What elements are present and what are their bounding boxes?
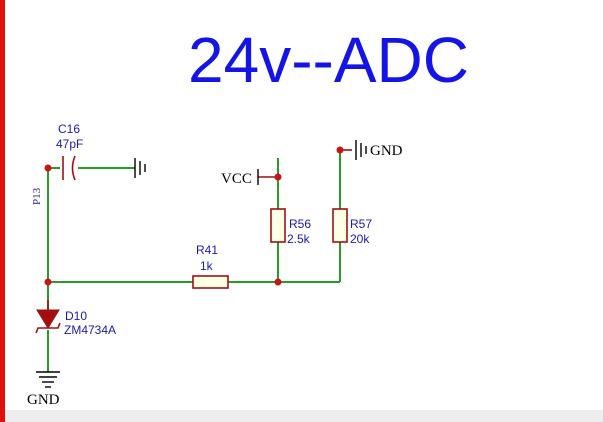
resistor-r57: R57 20k — [332, 208, 372, 246]
r56-ref: R56 — [289, 217, 311, 231]
r57-value: 20k — [350, 232, 370, 246]
junction-dot — [44, 278, 52, 286]
r57-ref: R57 — [350, 217, 372, 231]
schematic-title: 24v--ADC — [188, 24, 469, 96]
net-label-p13: P13 — [31, 187, 43, 205]
capacitor-plate-right — [71, 155, 76, 181]
bottom-band — [5, 410, 603, 422]
capacitor-c16: C16 47pF — [56, 122, 83, 181]
junction-dot — [44, 164, 52, 172]
junctions — [44, 146, 344, 286]
ground-icon-bottom — [36, 371, 60, 388]
zener-bar — [35, 322, 61, 334]
net-label-vcc: VCC — [221, 171, 252, 187]
resistor-r56-body — [270, 208, 286, 243]
vcc-port: VCC — [221, 169, 278, 187]
junction-dot — [336, 146, 344, 154]
diode-triangle — [36, 309, 60, 329]
r41-value: 1k — [200, 259, 214, 273]
page-border — [0, 0, 5, 422]
r41-ref: R41 — [196, 243, 218, 257]
c16-value: 47pF — [56, 137, 83, 151]
junction-dot — [274, 278, 282, 286]
wires — [47, 150, 341, 372]
resistor-r56: R56 2.5k — [270, 208, 311, 246]
c16-ref: C16 — [58, 122, 80, 136]
resistor-r41: R41 1k — [192, 243, 229, 289]
d10-ref: D10 — [65, 309, 87, 323]
gnd-port-right: GND — [340, 140, 403, 160]
d10-value: ZM4734A — [64, 323, 116, 337]
junction-dot — [274, 173, 282, 181]
ground-icon-cap — [134, 158, 146, 178]
r56-value: 2.5k — [287, 232, 311, 246]
resistor-r57-body — [332, 208, 348, 243]
net-label-gnd-bottom: GND — [27, 392, 60, 408]
resistor-r41-body — [192, 275, 229, 289]
net-label-gnd-right: GND — [370, 143, 403, 159]
diode-d10: D10 ZM4734A — [35, 300, 116, 337]
